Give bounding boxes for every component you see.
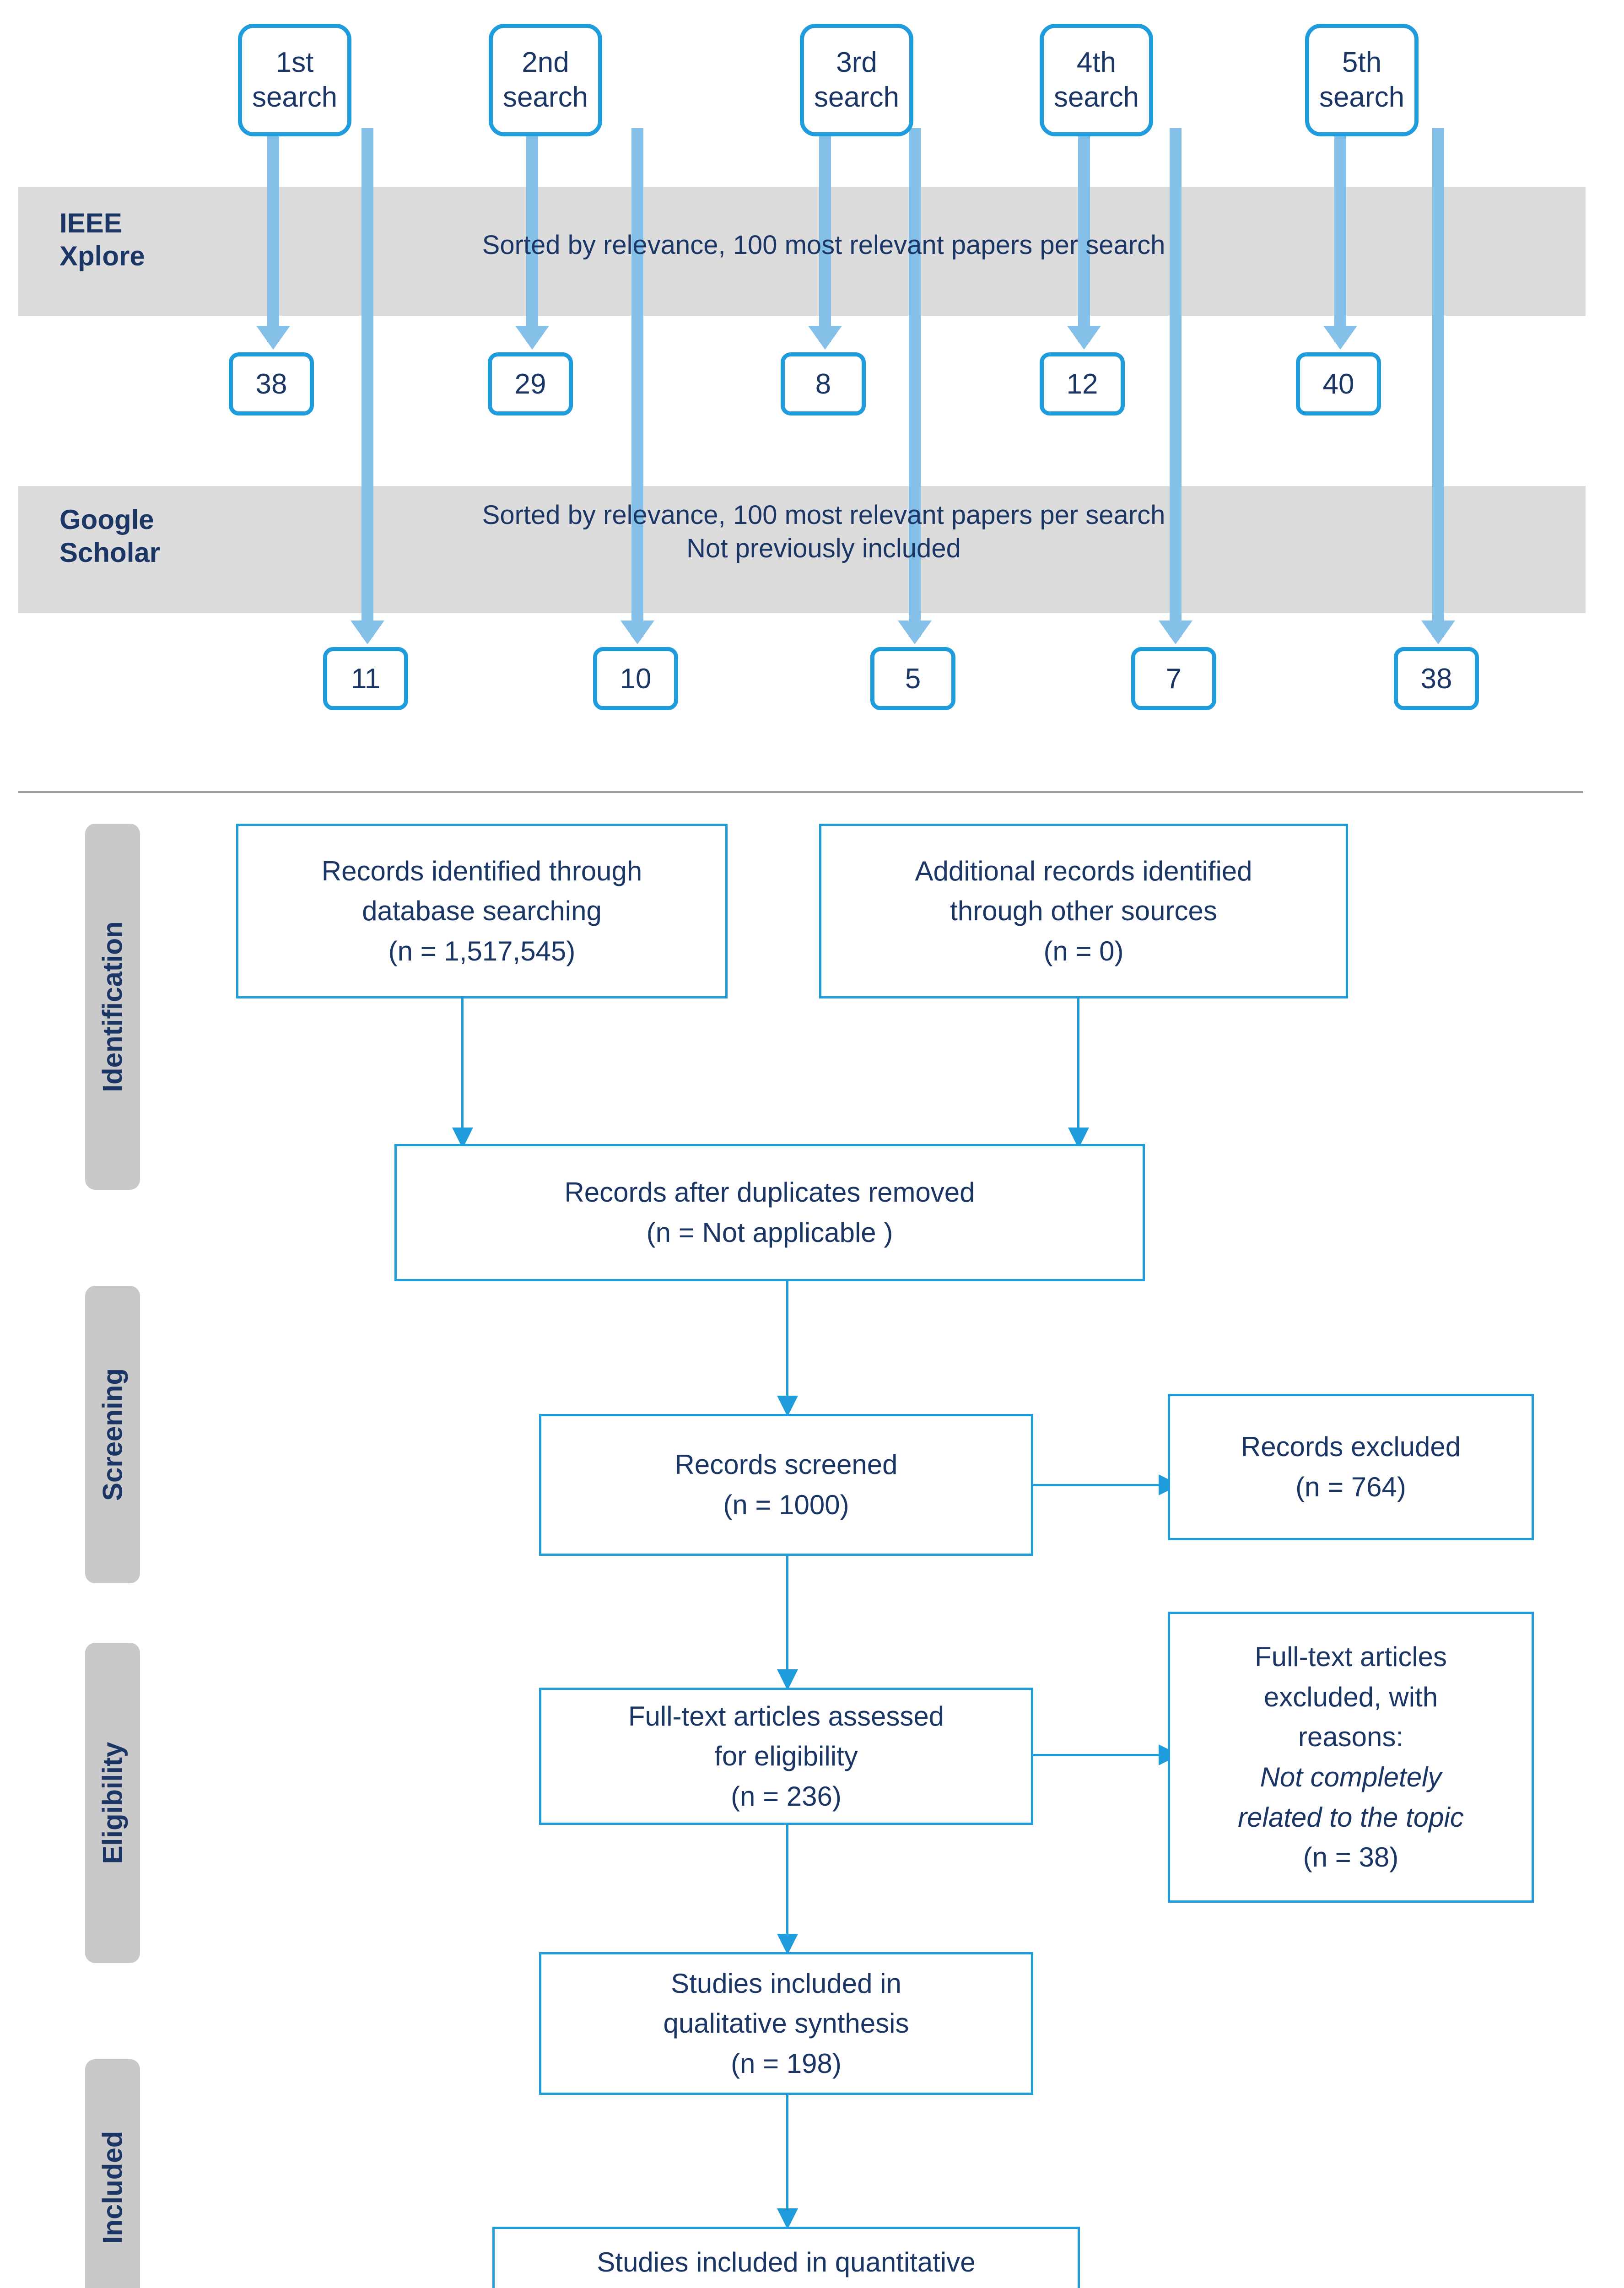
connector-arrowhead-ieee-4 (1067, 326, 1101, 350)
arrow-head-duplicates-to-screened (777, 1396, 798, 1417)
box-other-sources[interactable]: Additional records identified through ot… (819, 824, 1348, 998)
connector-arrowhead-ieee-3 (808, 326, 842, 350)
box-qualitative-synthesis[interactable]: Studies included in qualitative synthesi… (539, 1952, 1033, 2095)
stage-label-screening: Screening (97, 1368, 128, 1501)
search-box-2[interactable]: 2nd search (489, 24, 602, 136)
ieee-count-2: 29 (514, 368, 546, 400)
connector-shaft-ieee-3 (819, 128, 831, 342)
fulltext-excluded-reason: Not completely related to the topic (1238, 1762, 1464, 1833)
connector-shaft-scholar-4 (1170, 128, 1182, 637)
scholar-band-text: Sorted by relevance, 100 most relevant p… (482, 500, 1165, 563)
scholar-count-2: 10 (620, 663, 652, 695)
scholar-count-5: 38 (1420, 663, 1452, 695)
box-records-screened[interactable]: Records screened (n = 1000) (539, 1414, 1033, 1556)
search-box-1-label: 1st search (252, 47, 338, 113)
search-box-3[interactable]: 3rd search (800, 24, 913, 136)
arrow-line-qualitative-to-quantitative (786, 2095, 788, 2218)
section-divider (18, 791, 1583, 793)
scholar-count-box-1[interactable]: 11 (323, 647, 408, 710)
ieee-count-box-1[interactable]: 38 (229, 352, 314, 416)
search-box-3-label: 3rd search (814, 47, 900, 113)
box-duplicates-removed[interactable]: Records after duplicates removed (n = No… (394, 1144, 1145, 1281)
connector-shaft-scholar-1 (361, 128, 373, 637)
scholar-band-background (18, 486, 1586, 613)
ieee-count-box-4[interactable]: 12 (1040, 352, 1125, 416)
scholar-count-4: 7 (1165, 663, 1182, 695)
connector-arrowhead-scholar-4 (1159, 621, 1192, 644)
arrow-line-screened-to-excluded (1033, 1484, 1161, 1486)
scholar-count-1: 11 (351, 663, 381, 695)
connector-arrowhead-scholar-5 (1421, 621, 1455, 644)
search-box-2-label: 2nd search (502, 47, 588, 113)
ieee-count-3: 8 (815, 368, 831, 400)
connector-arrowhead-scholar-3 (898, 621, 932, 644)
arrow-head-fulltext-to-qualitative (777, 1934, 798, 1955)
scholar-count-box-5[interactable]: 38 (1394, 647, 1479, 710)
stage-label-included: Included (97, 2131, 128, 2244)
arrow-head-screened-to-fulltext (777, 1669, 798, 1690)
arrow-head-qualitative-to-quantitative (777, 2208, 798, 2229)
stage-tab-included: Included (85, 2059, 140, 2288)
stage-label-eligibility: Eligibility (97, 1742, 128, 1864)
search-box-5[interactable]: 5th search (1305, 24, 1419, 136)
box-database-searching[interactable]: Records identified through database sear… (236, 824, 728, 998)
arrow-line-duplicates-to-screened (786, 1281, 788, 1405)
stage-label-identification: Identification (97, 921, 128, 1092)
connector-shaft-ieee-2 (526, 128, 538, 342)
scholar-count-3: 5 (905, 663, 921, 695)
connector-shaft-scholar-2 (631, 128, 643, 637)
connector-arrowhead-scholar-1 (351, 621, 384, 644)
connector-arrowhead-ieee-5 (1323, 326, 1357, 350)
stage-tab-eligibility: Eligibility (85, 1643, 140, 1963)
stage-tab-identification: Identification (85, 824, 140, 1190)
connector-arrowhead-scholar-2 (620, 621, 654, 644)
connector-shaft-ieee-1 (267, 128, 279, 342)
search-box-5-label: 5th search (1319, 47, 1405, 113)
arrow-line-db-to-duplicates (461, 998, 464, 1136)
scholar-count-box-4[interactable]: 7 (1131, 647, 1216, 710)
arrow-line-fulltext-to-excluded (1033, 1754, 1161, 1756)
ieee-band-text: Sorted by relevance, 100 most relevant p… (482, 230, 1165, 260)
search-box-4[interactable]: 4th search (1040, 24, 1153, 136)
arrow-line-screened-to-fulltext (786, 1556, 788, 1679)
connector-arrowhead-ieee-2 (515, 326, 549, 350)
box-fulltext-excluded[interactable]: Full-text articles excluded, with reason… (1168, 1612, 1534, 1903)
connector-arrowhead-ieee-1 (256, 326, 290, 350)
box-quantitative-synthesis[interactable]: Studies included in quantitative synthes… (492, 2227, 1080, 2288)
connector-shaft-ieee-5 (1334, 128, 1346, 342)
ieee-count-box-3[interactable]: 8 (781, 352, 866, 416)
ieee-count-box-5[interactable]: 40 (1296, 352, 1381, 416)
ieee-count-1: 38 (255, 368, 287, 400)
scholar-count-box-3[interactable]: 5 (870, 647, 955, 710)
arrow-line-fulltext-to-qualitative (786, 1825, 788, 1944)
ieee-count-5: 40 (1322, 368, 1354, 400)
fulltext-excluded-head: Full-text articles excluded, with reason… (1254, 1641, 1447, 1753)
stage-tab-screening: Screening (85, 1286, 140, 1583)
box-fulltext-assessed[interactable]: Full-text articles assessed for eligibil… (539, 1688, 1033, 1825)
arrow-line-other-to-duplicates (1077, 998, 1079, 1136)
connector-shaft-scholar-3 (909, 128, 921, 637)
search-box-1[interactable]: 1st search (238, 24, 351, 136)
connector-shaft-scholar-5 (1432, 128, 1444, 637)
ieee-band-background (18, 187, 1586, 316)
fulltext-excluded-count: (n = 38) (1303, 1842, 1399, 1873)
scholar-band-label: Google Scholar (59, 504, 161, 568)
scholar-count-box-2[interactable]: 10 (593, 647, 678, 710)
ieee-band-label: IEEE Xplore (59, 208, 145, 271)
box-records-excluded[interactable]: Records excluded (n = 764) (1168, 1394, 1534, 1540)
ieee-count-box-2[interactable]: 29 (488, 352, 573, 416)
ieee-count-4: 12 (1066, 368, 1098, 400)
search-box-4-label: 4th search (1053, 47, 1139, 113)
connector-shaft-ieee-4 (1078, 128, 1090, 342)
